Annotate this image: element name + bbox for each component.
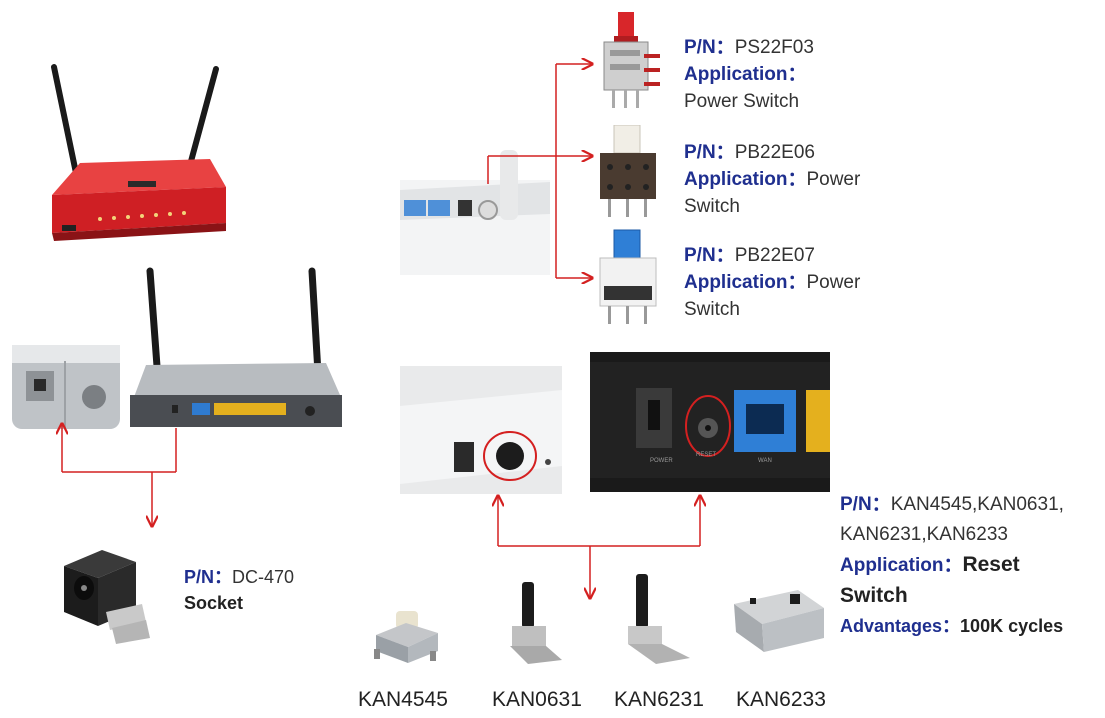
- pn-label: P/N：: [840, 494, 891, 515]
- application-label: Application：: [684, 272, 807, 293]
- application-label: Application：: [684, 169, 807, 190]
- pb22e06-pn: PB22E06: [734, 142, 815, 163]
- reset-pn-1: KAN4545,KAN0631,: [890, 494, 1064, 515]
- kan4545-switch-image: [374, 611, 438, 663]
- pb22e07-pn: PB22E07: [734, 245, 815, 266]
- application-label: Application：: [684, 64, 807, 85]
- caption-kan6233: KAN6233: [736, 688, 826, 711]
- pb22e06-info: P/N：PB22E06 Application：Power Switch: [684, 139, 860, 220]
- caption-kan4545: KAN4545: [358, 688, 448, 711]
- pb22e06-application-2: Switch: [684, 196, 740, 217]
- dc470-info: P/N：DC-470 Socket: [184, 564, 294, 616]
- reset-switch-info: P/N：KAN4545,KAN0631, KAN6231,KAN6233 App…: [840, 490, 1102, 641]
- ps22f03-pn: PS22F03: [734, 37, 814, 58]
- ps22f03-switch-image: [603, 12, 660, 108]
- pb22e06-switch-image: [600, 125, 656, 217]
- application-label: Application：: [840, 555, 963, 576]
- reset-advantages: 100K cycles: [960, 616, 1064, 636]
- dc470-pn: DC-470: [232, 567, 295, 587]
- white-router-image: [12, 267, 342, 429]
- reset-port-label: RESET: [696, 452, 716, 458]
- router-back-image: [400, 150, 550, 275]
- reset-application-1: Reset: [962, 553, 1020, 576]
- caption-kan6231: KAN6231: [614, 688, 704, 711]
- dc470-socket-image: [64, 550, 150, 644]
- reset-pn-2: KAN6231,KAN6233: [840, 524, 1008, 545]
- router-reset-photo-right: POWER RESET WAN: [590, 352, 830, 492]
- pn-label: P/N：: [684, 37, 735, 58]
- pb22e07-application-1: Power: [806, 272, 861, 293]
- kan0631-switch-image: [510, 582, 562, 664]
- pn-label: P/N：: [684, 142, 735, 163]
- reset-application-2: Switch: [840, 584, 908, 607]
- kan6233-switch-image: [734, 590, 824, 652]
- pb22e06-application-1: Power: [806, 169, 861, 190]
- pb22e07-application-2: Switch: [684, 299, 740, 320]
- ps22f03-info: P/N：PS22F03 Application： Power Switch: [684, 34, 814, 115]
- kan6231-switch-image: [628, 574, 690, 664]
- pn-label: P/N：: [184, 567, 233, 587]
- pn-label: P/N：: [684, 245, 735, 266]
- pb22e07-switch-image: [599, 229, 657, 324]
- caption-kan0631: KAN0631: [492, 688, 582, 711]
- advantages-label: Advantages：: [840, 616, 961, 636]
- red-router-image: [51, 64, 226, 241]
- router-reset-photo-left: [400, 366, 562, 494]
- power-port-label: POWER: [650, 458, 673, 464]
- dc470-application: Socket: [184, 593, 244, 613]
- pb22e07-info: P/N：PB22E07 Application：Power Switch: [684, 242, 860, 323]
- wan-port-label: WAN: [758, 458, 772, 464]
- ps22f03-application: Power Switch: [684, 91, 800, 112]
